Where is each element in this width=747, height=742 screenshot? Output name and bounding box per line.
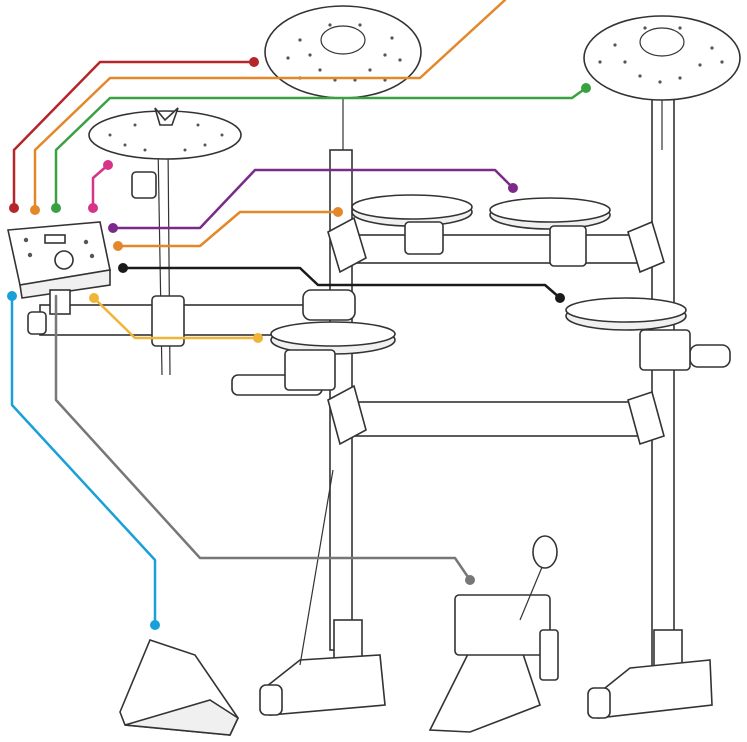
kick-beater-shaft bbox=[519, 559, 546, 621]
drum-pad-icon bbox=[489, 197, 611, 223]
kick-pedal-frame bbox=[454, 594, 551, 656]
hihat-clamp bbox=[131, 171, 157, 199]
right-foot bbox=[587, 629, 713, 719]
connector-dot bbox=[89, 293, 99, 303]
lower-crossbar bbox=[349, 401, 651, 437]
connector-dot bbox=[103, 160, 113, 170]
connector-dot bbox=[9, 203, 19, 213]
connector-dot bbox=[150, 620, 160, 630]
wire-tom-2 bbox=[111, 168, 515, 230]
connector-dot bbox=[51, 203, 61, 213]
tom-pad-1 bbox=[351, 194, 473, 255]
upper-crossbar bbox=[349, 234, 651, 264]
connector-dot bbox=[7, 291, 17, 301]
connector-wires bbox=[7, 0, 591, 630]
clamp bbox=[327, 384, 367, 446]
cymbal-icon bbox=[108, 123, 224, 152]
drum-pad-icon bbox=[351, 194, 473, 220]
left-foot bbox=[259, 619, 386, 716]
wire-crash-top bbox=[33, 0, 507, 212]
cymbal-icon bbox=[598, 26, 724, 84]
kick-spring bbox=[539, 629, 559, 681]
clamp bbox=[327, 216, 367, 274]
tom-pad-2 bbox=[489, 197, 611, 267]
floor-tom-pad bbox=[565, 297, 691, 371]
right-post bbox=[651, 89, 675, 671]
module-mount bbox=[49, 289, 71, 315]
connector-dot bbox=[555, 293, 565, 303]
wire-crash-left bbox=[12, 60, 256, 210]
module-knob bbox=[54, 250, 74, 270]
kick-pedal-icon bbox=[428, 644, 542, 733]
hihat-cymbal bbox=[88, 107, 242, 376]
hihat-clamp-lower bbox=[151, 295, 185, 347]
wire-tom-1 bbox=[116, 210, 340, 248]
connector-dot bbox=[118, 263, 128, 273]
wire-snare bbox=[92, 296, 260, 340]
connector-dot bbox=[249, 57, 259, 67]
snare-pad bbox=[270, 321, 396, 391]
right-arm bbox=[689, 344, 731, 368]
wire-floor-tom bbox=[121, 266, 562, 300]
left-arm-cap bbox=[27, 311, 47, 335]
kick-pedal bbox=[428, 535, 559, 733]
drum-pad-icon bbox=[565, 297, 687, 323]
connector-dot bbox=[333, 207, 343, 217]
connector-dot bbox=[108, 223, 118, 233]
connector-dot bbox=[465, 575, 475, 585]
connector-dot bbox=[113, 241, 123, 251]
clamp bbox=[627, 390, 665, 446]
brace bbox=[299, 469, 334, 666]
clamp bbox=[627, 220, 665, 274]
crash-cymbal-right bbox=[583, 15, 741, 150]
drum-pad-icon bbox=[270, 321, 396, 347]
connector-dot bbox=[508, 183, 518, 193]
wire-hihat-pedal bbox=[10, 294, 157, 627]
wire-crash-right bbox=[54, 86, 588, 210]
drum-module bbox=[7, 221, 111, 315]
wire-hihat bbox=[91, 163, 110, 210]
cymbal-icon bbox=[286, 23, 402, 82]
kick-beater bbox=[532, 535, 558, 569]
wire-kick bbox=[54, 294, 472, 582]
connector-dot bbox=[253, 333, 263, 343]
connector-dot bbox=[30, 205, 40, 215]
connector-dot bbox=[88, 203, 98, 213]
hihat-pedal bbox=[119, 639, 240, 736]
module-display bbox=[44, 234, 66, 244]
clamp bbox=[302, 289, 356, 321]
connector-dot bbox=[581, 83, 591, 93]
